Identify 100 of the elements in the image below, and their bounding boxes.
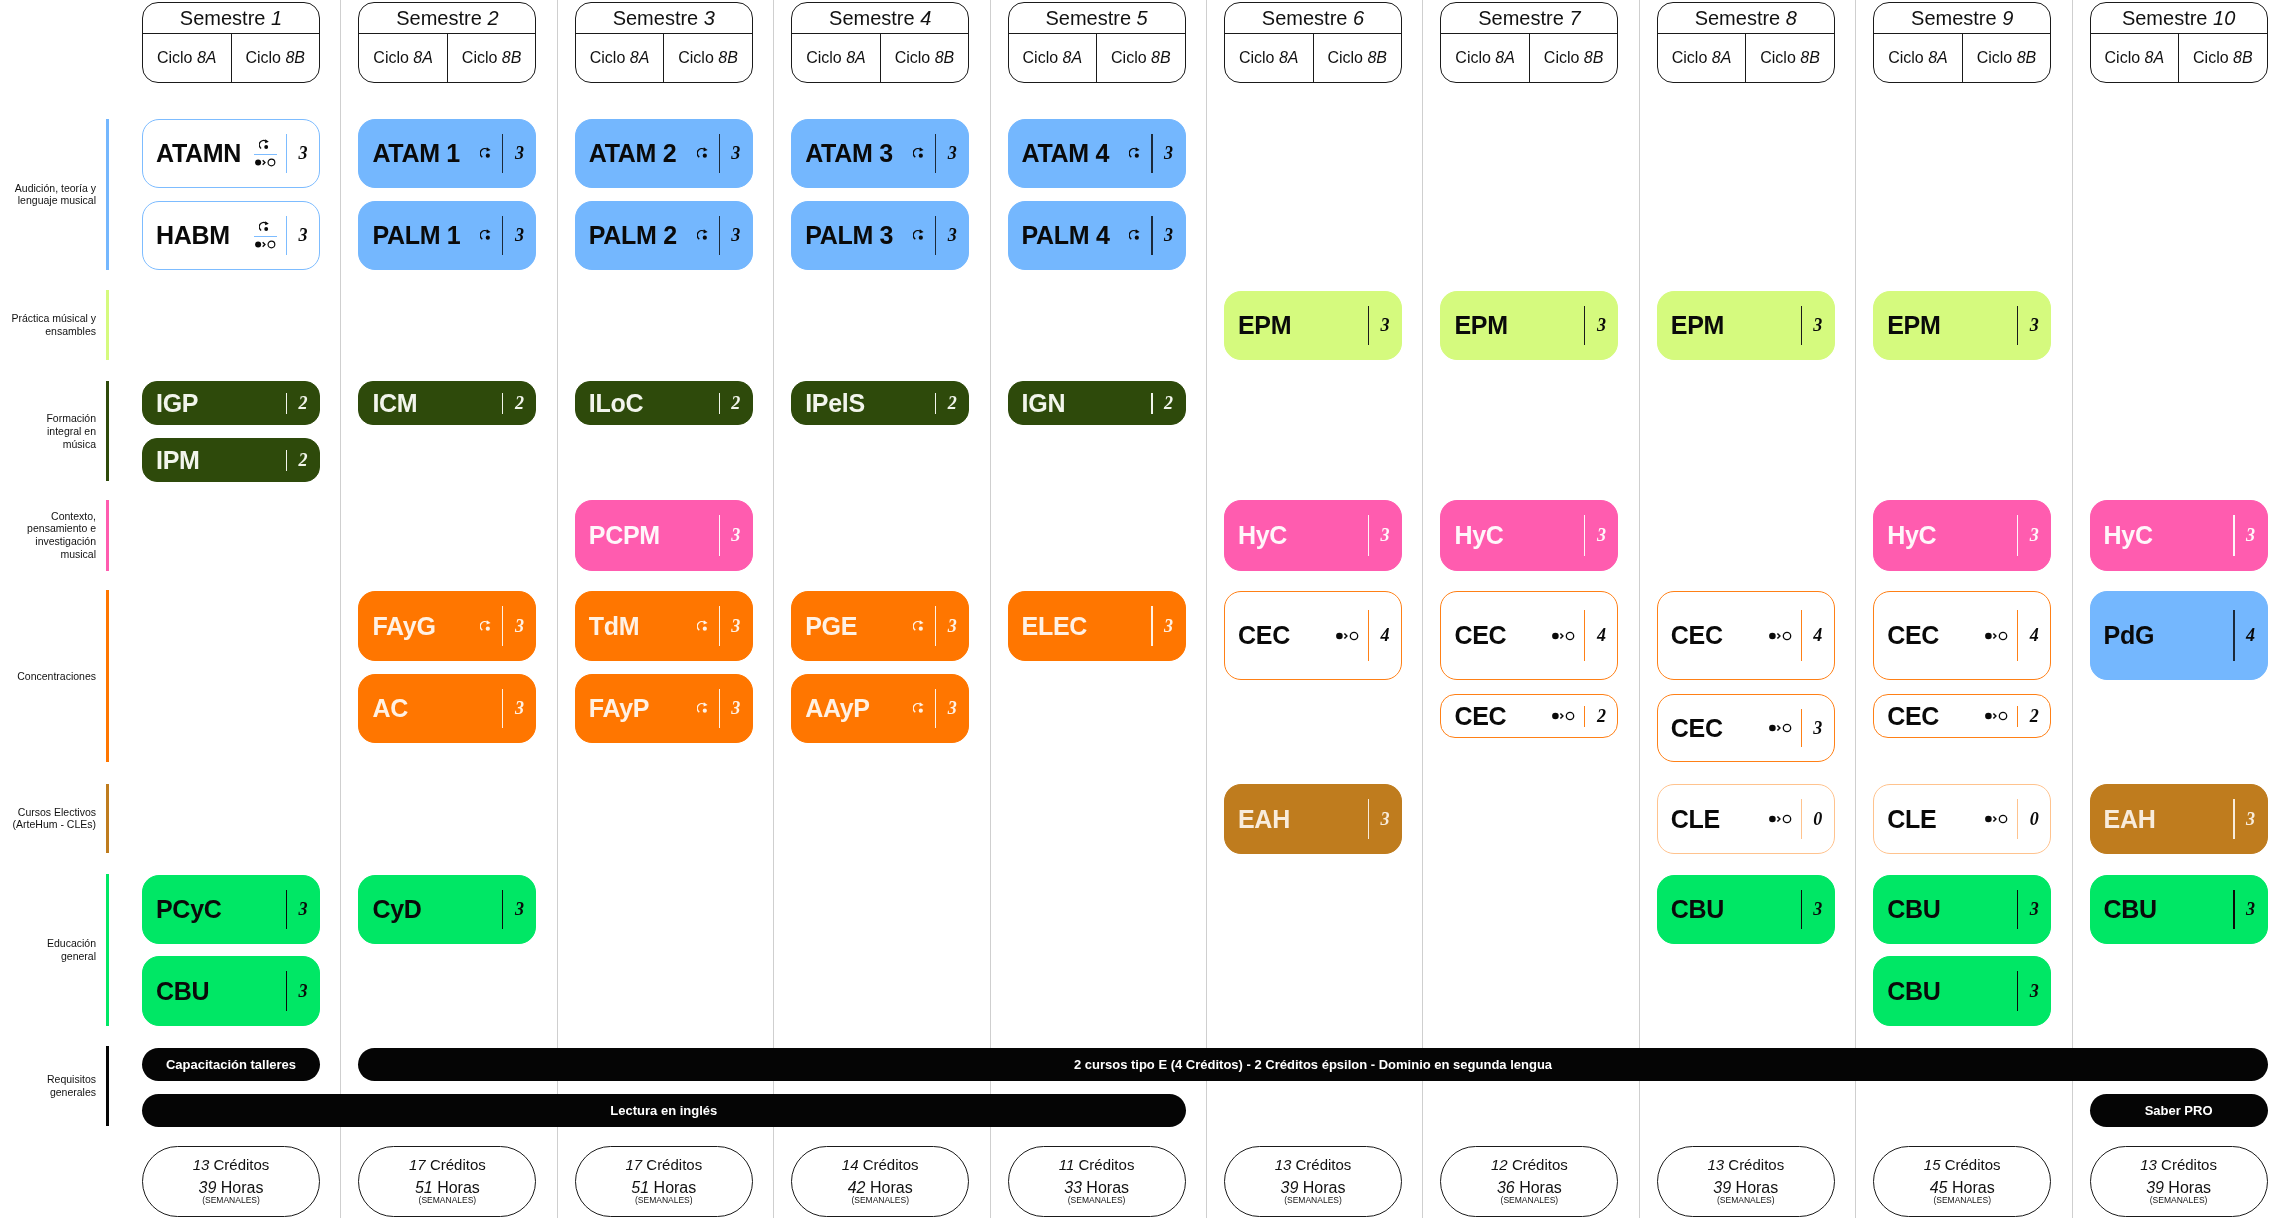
credit-number: 4 xyxy=(2244,625,2257,646)
course-code: IGN xyxy=(1021,388,1067,418)
credit-number: 3 xyxy=(1812,315,1824,336)
course-code: HyC xyxy=(2103,521,2154,550)
credit-number: 3 xyxy=(1595,525,1607,546)
cycle-cell: Ciclo 8A xyxy=(575,33,664,82)
course-code: PCyC xyxy=(156,895,223,924)
course-box xyxy=(1873,591,2052,680)
course-code: CEC xyxy=(1238,621,1291,650)
semester-title: Semestre 5 xyxy=(1044,6,1149,31)
course-code: CBU xyxy=(156,976,211,1006)
cycle-cell: Ciclo 8B xyxy=(1312,33,1401,82)
course-code: PGE xyxy=(805,611,859,641)
cycle-cell: Ciclo 8B xyxy=(1745,33,1834,82)
course-box xyxy=(1656,591,1835,680)
credit-number: 3 xyxy=(946,698,958,719)
course-box xyxy=(1656,694,1835,762)
course-box xyxy=(358,119,537,188)
semester-title: Semestre 6 xyxy=(1260,6,1366,31)
course-box xyxy=(358,875,537,944)
hours-unit: (SEMANALES) xyxy=(202,1196,260,1206)
course-box xyxy=(791,674,970,743)
course-code: ELEC xyxy=(1021,611,1089,641)
hours-unit: (SEMANALES) xyxy=(418,1196,477,1206)
course-code: IPelS xyxy=(805,388,866,418)
course-box xyxy=(1440,500,1619,571)
credit-number: 3 xyxy=(1379,808,1391,830)
course-code: EPM xyxy=(1454,311,1509,340)
credit-number: 2 xyxy=(730,392,742,414)
cycle-cell: Ciclo 8A xyxy=(792,33,880,82)
hours-unit: (SEMANALES) xyxy=(1500,1196,1559,1206)
credit-number: 3 xyxy=(1163,143,1175,164)
credits-total: 17 Créditos xyxy=(409,1157,486,1174)
course-box xyxy=(574,201,753,270)
course-code: IPM xyxy=(156,445,201,475)
course-code: CBU xyxy=(1887,976,1942,1006)
course-box xyxy=(1007,201,1186,270)
course-box xyxy=(1440,694,1619,738)
credits-total: 13 Créditos xyxy=(1274,1157,1352,1174)
credit-number: 4 xyxy=(1812,625,1824,646)
semester-header xyxy=(358,2,537,83)
semester-header xyxy=(1224,2,1402,83)
course-code: FAyG xyxy=(372,611,437,641)
semester-title: Semestre 8 xyxy=(1693,6,1798,31)
semester-header xyxy=(142,2,320,83)
course-box xyxy=(142,875,320,944)
course-code: AC xyxy=(372,694,409,723)
credit-number: 3 xyxy=(730,525,742,546)
course-code: PALM 3 xyxy=(805,221,895,250)
course-code: HyC xyxy=(1887,521,1938,550)
credit-number: 3 xyxy=(1379,315,1391,336)
cycle-cell: Ciclo 8A xyxy=(1874,33,1962,82)
semester-title: Semestre 1 xyxy=(178,6,284,31)
course-code: CyD xyxy=(372,895,423,924)
course-box xyxy=(574,381,753,425)
requirement-bar: Capacitación talleres xyxy=(142,1048,320,1081)
cycle-cell: Ciclo 8B xyxy=(879,33,969,82)
cycle-cell: Ciclo 8A xyxy=(359,33,447,82)
credit-number: 2 xyxy=(297,449,309,471)
credit-number: 3 xyxy=(2245,899,2257,920)
credit-number: 2 xyxy=(2028,705,2040,727)
course-code: EAH xyxy=(1238,804,1291,834)
course-code: CBU xyxy=(1887,895,1942,924)
requirement-bar: Lectura en inglés xyxy=(142,1094,1186,1127)
course-box xyxy=(1007,381,1186,425)
semester-title: Semestre 7 xyxy=(1477,6,1582,31)
course-box xyxy=(1873,956,2052,1026)
course-code: PALM 4 xyxy=(1021,221,1111,250)
course-box xyxy=(2089,875,2268,944)
legend-label: Práctica músical y ensambles xyxy=(10,312,96,338)
semester-title: Semestre 2 xyxy=(395,6,500,31)
course-code: CBU xyxy=(2103,895,2158,924)
requirement-bar: 2 cursos tipo E (4 Créditos) - 2 Créditos épsilon - Dominio en segunda lengua xyxy=(358,1048,2268,1081)
course-box xyxy=(1224,291,1402,360)
course-box xyxy=(1873,694,2052,738)
hours-total: 36 Horas xyxy=(1496,1178,1562,1196)
credit-number: 3 xyxy=(1595,315,1607,336)
credit-number: 2 xyxy=(297,392,309,414)
cycle-cell: Ciclo 8A xyxy=(1008,33,1097,82)
credit-number: 3 xyxy=(730,143,742,164)
legend-label: Contexto, pensamiento e investigación musical xyxy=(26,509,96,562)
course-code: CEC xyxy=(1887,621,1941,650)
hours-total: 39 Horas xyxy=(198,1178,264,1196)
course-code: ICM xyxy=(372,388,419,418)
course-code: IGP xyxy=(156,388,200,418)
course-code: ATAM 3 xyxy=(805,139,894,168)
credits-total: 17 Créditos xyxy=(625,1157,703,1174)
hours-total: 33 Horas xyxy=(1064,1178,1130,1196)
course-box xyxy=(358,591,537,661)
course-code: TdM xyxy=(588,611,641,641)
cycle-cell: Ciclo 8B xyxy=(2178,33,2267,82)
credit-number: 3 xyxy=(513,698,525,719)
course-code: PdG xyxy=(2103,621,2156,650)
course-box xyxy=(142,956,320,1026)
cycle-cell: Ciclo 8A xyxy=(2090,33,2179,82)
legend-label: Formación integral en música xyxy=(45,411,96,451)
credit-number: 3 xyxy=(2028,899,2040,920)
course-code: CEC xyxy=(1454,621,1508,650)
credits-total: 13 Créditos xyxy=(1707,1157,1785,1174)
course-box xyxy=(574,119,753,188)
